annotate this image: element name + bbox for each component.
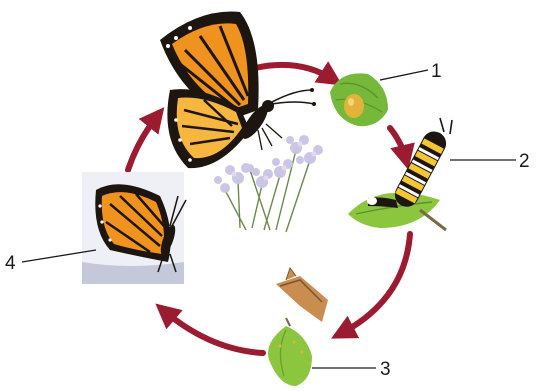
arrow-egg-to-caterpillar bbox=[390, 128, 406, 160]
caterpillar-illustration bbox=[348, 118, 452, 230]
stage-label-2: 2 bbox=[519, 151, 530, 172]
egg-on-leaf-illustration bbox=[330, 73, 388, 126]
stage-label-4: 4 bbox=[5, 253, 16, 274]
stage-label-3: 3 bbox=[380, 359, 391, 380]
arrow-chrysalis-to-emerging bbox=[163, 310, 263, 353]
leader-line-1 bbox=[380, 70, 428, 80]
emerging-butterfly-illustration bbox=[82, 172, 186, 284]
arrow-adult-to-egg bbox=[255, 65, 334, 80]
arrow-caterpillar-to-chrysalis bbox=[340, 234, 410, 334]
arrow-emerging-to-adult bbox=[128, 115, 158, 170]
stage-label-1: 1 bbox=[431, 61, 442, 82]
